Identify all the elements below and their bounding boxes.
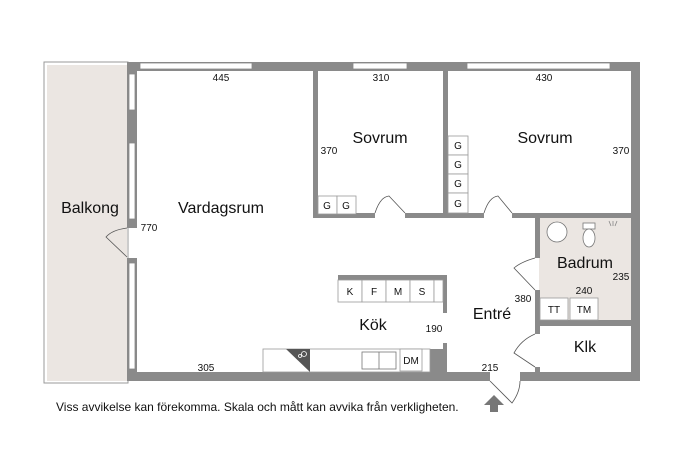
windows [128,62,611,370]
entrance-arrow-icon [484,395,504,412]
wardrobe-label: G [454,179,462,190]
freezer-cab-f: F [371,287,377,298]
toilet-icon [582,222,596,230]
room-sovrum-1: Sovrum [352,130,407,147]
doors [105,195,536,404]
washbasin-icon [546,221,568,243]
room-badrum: Badrum [557,255,613,272]
room-sovrum-2: Sovrum [517,130,572,147]
kitchen-cabinets [337,279,444,303]
cab-s: S [419,287,426,298]
dim-sovrum2-top: 430 [536,73,553,84]
shower-icon [608,220,618,227]
dim-kok-side: 190 [426,324,443,335]
dim-sovrum1-top: 310 [373,73,390,84]
wardrobes [317,135,469,215]
dim-entre-side: 380 [515,294,532,305]
fridge-cab-k: K [347,287,354,298]
disclaimer-text: Viss avvikelse kan förekomma. Skala och … [56,400,459,414]
room-kok: Kök [359,317,388,334]
balcony-floor [47,65,127,381]
dim-badrum-side: 235 [613,272,630,283]
stove-icon [286,349,310,372]
tumble-dryer-label: TT [548,305,560,316]
wardrobe-label: G [342,201,350,212]
dim-vardagsrum-bottom: 305 [198,363,215,374]
wardrobe-label: G [454,199,462,210]
dim-vardagsrum-side: 770 [141,223,158,234]
wardrobe-label: G [454,160,462,171]
room-entre: Entré [473,306,511,323]
room-vardagsrum: Vardagsrum [178,200,264,217]
wardrobe-label: G [323,201,331,212]
dim-entre-bottom: 215 [482,363,499,374]
wardrobe-label: G [454,141,462,152]
microwave-cab-m: M [394,287,402,298]
room-balkong: Balkong [61,200,119,217]
dim-sovrum1-side: 370 [321,146,338,157]
washing-machine-label: TM [577,305,591,316]
dim-vardagsrum-top: 445 [213,73,230,84]
dim-badrum-bottom: 240 [576,286,593,297]
dim-sovrum2-side: 370 [613,146,630,157]
dishwasher-label: DM [403,356,419,367]
room-klk: Klk [574,339,597,356]
